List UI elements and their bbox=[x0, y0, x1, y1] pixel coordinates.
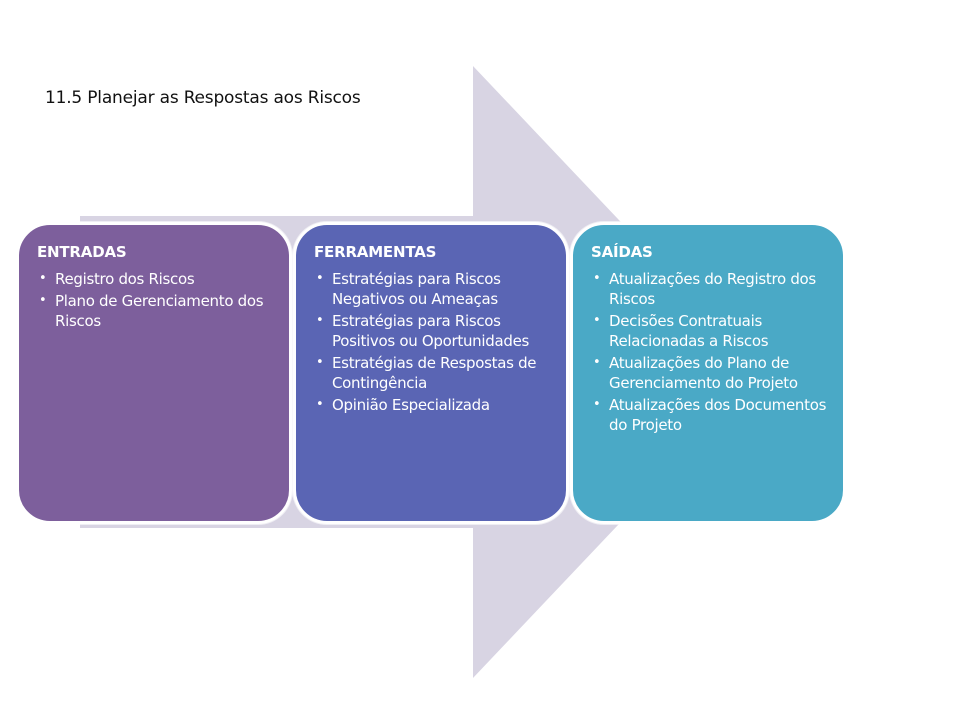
list-item-text: Opinião Especializada bbox=[332, 396, 490, 414]
inputs-heading: ENTRADAS bbox=[37, 243, 127, 261]
bullet-icon: • bbox=[593, 271, 601, 286]
outputs-list: • Atualizações do Registro dos Riscos • De… bbox=[587, 269, 829, 435]
bullet-icon: • bbox=[593, 397, 601, 412]
list-item: • Atualizações dos Documentos do Projeto bbox=[587, 395, 829, 435]
bullet-icon: • bbox=[316, 271, 324, 286]
list-item-text: Estratégias para Riscos Negativos ou Ame… bbox=[332, 270, 501, 308]
bullet-icon: • bbox=[39, 293, 47, 308]
page-title: 11.5 Planejar as Respostas aos Riscos bbox=[45, 88, 361, 108]
list-item: • Atualizações do Plano de Gerenciamento … bbox=[587, 353, 829, 393]
list-item-text: Atualizações do Plano de Gerenciamento d… bbox=[609, 354, 798, 392]
tools-list: • Estratégias para Riscos Negativos ou Am… bbox=[310, 269, 552, 415]
bullet-icon: • bbox=[316, 313, 324, 328]
list-item: • Opinião Especializada bbox=[310, 395, 552, 415]
outputs-heading: SAÍDAS bbox=[591, 243, 653, 261]
bullet-icon: • bbox=[316, 397, 324, 412]
list-item: • Estratégias de Respostas de Contingênci… bbox=[310, 353, 552, 393]
tools-box: FERRAMENTAS • Estratégias para Riscos Neg… bbox=[293, 222, 569, 524]
list-item-text: Atualizações dos Documentos do Projeto bbox=[609, 396, 827, 434]
list-item: • Estratégias para Riscos Negativos ou Am… bbox=[310, 269, 552, 309]
list-item: • Registro dos Riscos bbox=[33, 269, 275, 289]
list-item-text: Atualizações do Registro dos Riscos bbox=[609, 270, 816, 308]
list-item-text: Decisões Contratuais Relacionadas a Risc… bbox=[609, 312, 769, 350]
list-item: • Atualizações do Registro dos Riscos bbox=[587, 269, 829, 309]
bullet-icon: • bbox=[316, 355, 324, 370]
outputs-box: SAÍDAS • Atualizações do Registro dos Ris… bbox=[570, 222, 846, 524]
bullet-icon: • bbox=[39, 271, 47, 286]
bullet-icon: • bbox=[593, 355, 601, 370]
list-item-text: Estratégias de Respostas de Contingência bbox=[332, 354, 537, 392]
inputs-box: ENTRADAS • Registro dos Riscos • Plano de … bbox=[16, 222, 292, 524]
list-item-text: Estratégias para Riscos Positivos ou Opo… bbox=[332, 312, 530, 350]
list-item: • Plano de Gerenciamento dos Riscos bbox=[33, 291, 275, 331]
bullet-icon: • bbox=[593, 313, 601, 328]
list-item: • Estratégias para Riscos Positivos ou Op… bbox=[310, 311, 552, 351]
list-item-text: Registro dos Riscos bbox=[55, 270, 195, 288]
tools-heading: FERRAMENTAS bbox=[314, 243, 437, 261]
list-item: • Decisões Contratuais Relacionadas a Ris… bbox=[587, 311, 829, 351]
inputs-list: • Registro dos Riscos • Plano de Gerenciam… bbox=[33, 269, 275, 331]
list-item-text: Plano de Gerenciamento dos Riscos bbox=[55, 292, 264, 330]
